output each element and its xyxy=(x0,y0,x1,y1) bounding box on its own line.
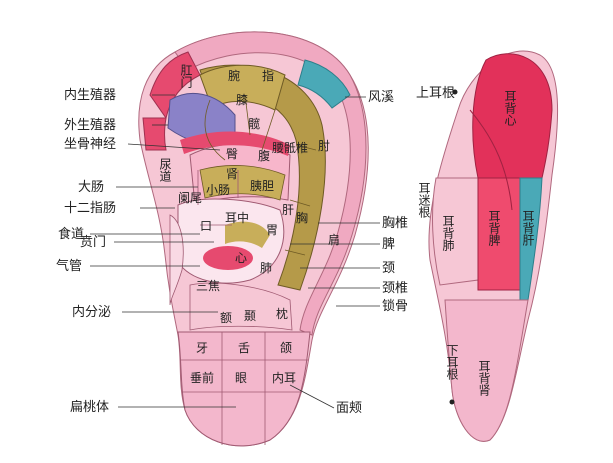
left-callouts: 内生殖器 外生殖器 坐骨神经 大肠 十二指肠 食道 贲门 气管 内分泌 扁桃体 xyxy=(56,87,236,415)
label-yigan: 胰胆 xyxy=(250,179,274,193)
label-fengxi: 风溪 xyxy=(368,90,394,105)
label-neishengzhiqi: 内生殖器 xyxy=(64,87,116,103)
front-inner-labels: 肛门 腕 指 膝 髋 肘 臀 腹 腰骶椎 尿道 肾 小肠 胰胆 肝 阑尾 口 耳… xyxy=(158,64,340,385)
back-labels: 上耳根 耳迷根 下耳根 耳背心 耳背肺 耳背脾 耳背肝 耳背肾 xyxy=(416,86,535,397)
front-ear xyxy=(138,31,369,447)
back-lung-zone xyxy=(432,177,479,286)
label-zuogushenjing: 坐骨神经 xyxy=(64,137,116,152)
label-xiaergen: 下耳根 xyxy=(445,344,459,380)
lobe-zone xyxy=(177,331,311,447)
label-chuiqian: 垂前 xyxy=(190,370,214,385)
label-erbeifei: 耳背肺 xyxy=(441,215,455,252)
label-gan: 肝 xyxy=(282,203,294,217)
label-pi: 脾 xyxy=(382,237,395,252)
label-qiguan: 气管 xyxy=(56,258,82,274)
zone-line-c xyxy=(261,109,276,151)
label-neifenmi: 内分泌 xyxy=(72,304,111,320)
label-shangergen: 上耳根 xyxy=(416,86,455,101)
label-jian: 肩 xyxy=(328,232,340,247)
label-ermigen: 耳迷根 xyxy=(417,182,431,218)
back-kidney-zone xyxy=(444,299,529,442)
label-shidao: 食道 xyxy=(58,226,84,242)
stomach-olive xyxy=(225,221,270,248)
back-ear xyxy=(428,50,559,442)
label-sanjiao: 三焦 xyxy=(196,279,220,293)
label-biantaoti: 扁桃体 xyxy=(70,400,109,415)
label-jingzhui: 颈椎 xyxy=(382,281,408,296)
label-yan: 眼 xyxy=(235,371,247,385)
label-fei: 肺 xyxy=(260,261,272,275)
zone-line-a xyxy=(204,99,226,161)
label-benmen: 贲门 xyxy=(80,235,106,250)
label-she: 舌 xyxy=(238,341,250,355)
upper-olive xyxy=(199,64,286,111)
label-zhi: 指 xyxy=(262,68,274,83)
label-erbeipi: 耳背脾 xyxy=(487,210,501,247)
label-kuan: 髋 xyxy=(248,116,260,131)
label-ya: 牙 xyxy=(196,341,208,355)
label-erzhong: 耳中 xyxy=(225,210,249,225)
label-wan: 腕 xyxy=(228,68,240,83)
label-erbeigan: 耳背肝 xyxy=(521,210,535,246)
label-xi: 膝 xyxy=(236,93,248,107)
fengxi-teal xyxy=(297,59,351,109)
intestine-olive xyxy=(199,165,286,201)
heart-zone xyxy=(203,246,253,270)
leader-zuogushenjing xyxy=(127,143,221,151)
label-tun: 臀 xyxy=(226,147,238,161)
label-erbeishen: 耳背肾 xyxy=(477,360,491,397)
label-zhou: 肘 xyxy=(318,138,330,153)
antitragus-zone xyxy=(189,282,293,331)
zone-line-d xyxy=(295,144,317,151)
label-xiaochang: 小肠 xyxy=(206,183,230,197)
label-niaodao: 尿道 xyxy=(158,158,172,182)
label-he: 颌 xyxy=(280,340,292,355)
label-erbeixin: 耳背心 xyxy=(503,90,517,126)
label-jing: 颈 xyxy=(382,261,395,276)
back-heart-zone xyxy=(472,53,553,179)
label-neier: 内耳 xyxy=(272,371,296,385)
helix-red-mid xyxy=(142,117,167,151)
label-fu: 腹 xyxy=(258,149,270,163)
zone-line-f xyxy=(284,249,306,256)
label-mangchang: 阑尾 xyxy=(178,190,202,205)
label-xin: 心 xyxy=(235,251,247,265)
label-gangmen: 肛门 xyxy=(179,64,193,88)
tragus-zone xyxy=(169,214,184,306)
upper-root-dot xyxy=(452,89,458,95)
zone-line-b xyxy=(244,94,251,136)
antihelix-olive xyxy=(199,64,326,291)
zone-line-e xyxy=(289,199,311,207)
label-waishengzhiqi: 外生殖器 xyxy=(64,117,116,133)
label-suogu: 锁骨 xyxy=(382,298,408,314)
label-dachang: 大肠 xyxy=(78,180,104,195)
leader-mianjia xyxy=(289,384,335,409)
lower-root-dot xyxy=(449,399,455,405)
label-xiongzhui: 胸椎 xyxy=(382,216,408,231)
right-callouts: 风溪 胸椎 脾 颈 颈椎 锁骨 面颊 xyxy=(289,90,408,416)
label-mianjia: 面颊 xyxy=(336,401,362,416)
label-wei: 胃 xyxy=(266,223,278,237)
label-shierzhichang: 十二指肠 xyxy=(64,201,116,216)
label-e: 额 xyxy=(220,311,232,325)
label-zhen: 枕 xyxy=(276,306,288,321)
label-kou: 口 xyxy=(200,219,212,233)
back-ridge-line xyxy=(469,109,513,211)
label-shen: 肾 xyxy=(226,167,238,181)
label-xiong: 胸 xyxy=(296,210,308,225)
label-nie: 颞 xyxy=(244,309,256,323)
label-yaodizhui: 腰骶椎 xyxy=(272,140,308,155)
